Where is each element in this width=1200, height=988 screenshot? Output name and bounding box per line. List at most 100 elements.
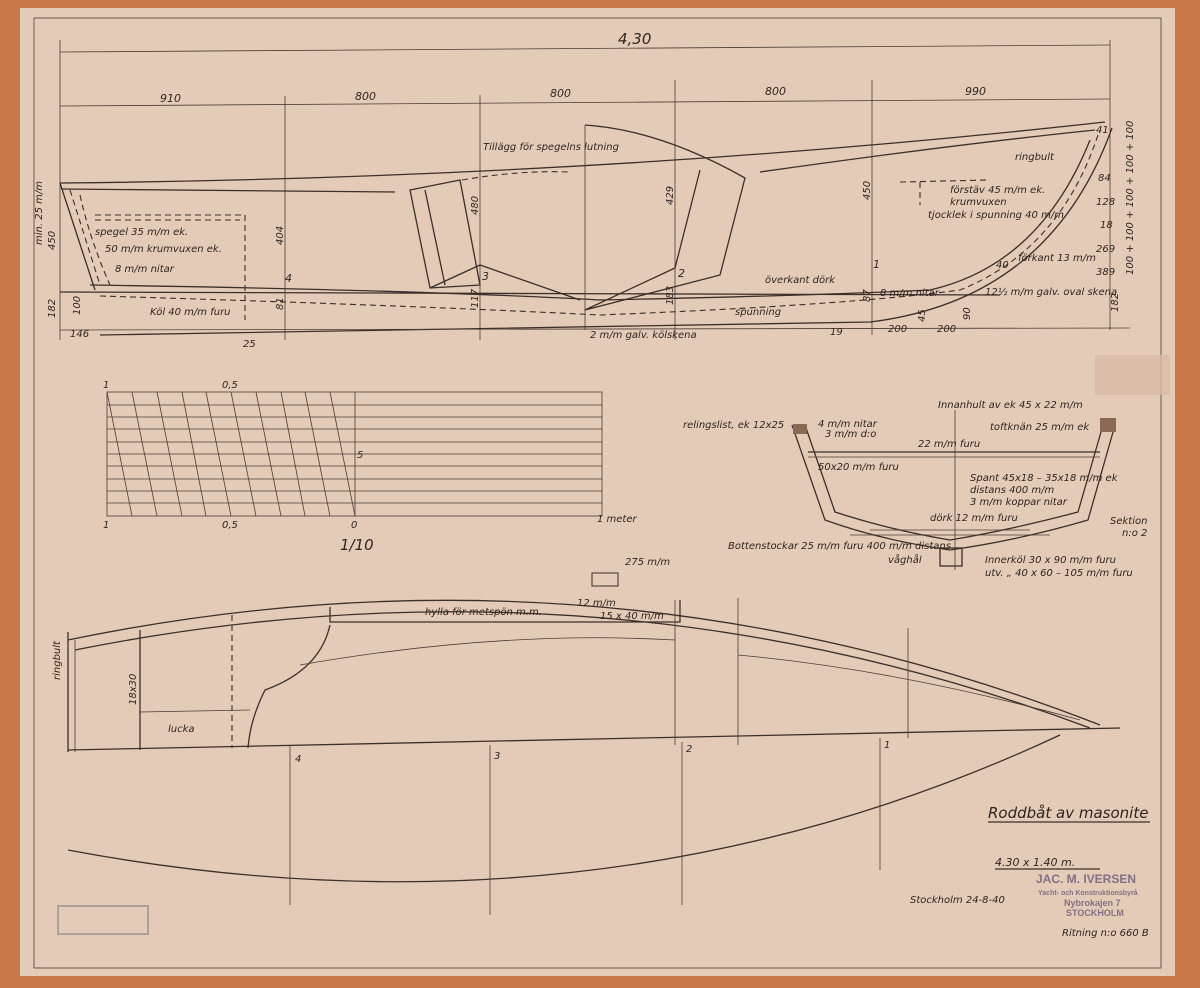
scale-ratio: 1/10 bbox=[340, 536, 374, 554]
note-rivets-bow: 8 m/m nitar bbox=[880, 288, 940, 299]
note-knee: 50 m/m krumvuxen ek. bbox=[105, 244, 222, 255]
section-note: 3 m/m koppar nitar bbox=[970, 497, 1068, 508]
dim-label: 429 bbox=[665, 186, 676, 205]
station-number: 3 bbox=[482, 270, 489, 283]
scale-label: 0,5 bbox=[222, 380, 238, 391]
note-transom-allowance: Tillägg för spegelns lutning bbox=[483, 142, 619, 153]
station-dim: 800 bbox=[765, 85, 786, 98]
place-date: Stockholm 24-8-40 bbox=[910, 895, 1005, 906]
section-note: 22 m/m furu bbox=[918, 439, 980, 450]
title-block: Roddbåt av masonite 4.30 x 1.40 m. Stock… bbox=[57, 804, 1150, 939]
dim-label: 450 bbox=[47, 231, 58, 250]
dim-label: 84 bbox=[1098, 173, 1111, 184]
scale-label: 1 bbox=[103, 520, 109, 531]
plan-station: 4 bbox=[295, 754, 301, 765]
plan-station: 2 bbox=[686, 744, 692, 755]
section-note: relingslist, ek 12x25 bbox=[683, 420, 784, 431]
note-transom: spegel 35 m/m ek. bbox=[95, 227, 188, 238]
dim-label: 40 bbox=[996, 260, 1009, 271]
note-rabbet-thickness: tjocklek i spunning 40 m/m bbox=[928, 210, 1064, 221]
stamp-line: Yacht- och Konstruktionsbyrå bbox=[1038, 889, 1138, 897]
plan-note: 275 m/m bbox=[625, 557, 670, 568]
dim-label: 25 bbox=[243, 339, 256, 350]
dim-label: 146 bbox=[70, 329, 89, 340]
note-ring-bolt: ringbult bbox=[1015, 152, 1055, 163]
note-floor-top: överkant dörk bbox=[765, 275, 836, 286]
note-stem: förstäv 45 m/m ek. bbox=[950, 185, 1045, 196]
scale-grid: 1 0,5 1 0,5 0 5 1 meter 1/10 bbox=[103, 380, 638, 554]
plan-station: 1 bbox=[884, 740, 890, 751]
dim-label: 87 bbox=[862, 289, 873, 302]
section-note: toftknän 25 m/m ek bbox=[990, 422, 1090, 433]
drawing-title: Roddbåt av masonite bbox=[988, 804, 1148, 822]
station-dim: 990 bbox=[965, 85, 986, 98]
section-title: Sektion bbox=[1110, 516, 1147, 527]
profile-dimensions: 4,30 910 800 800 800 990 bbox=[59, 30, 1111, 340]
dim-label: 100 bbox=[72, 296, 83, 315]
dim-label: 200 bbox=[937, 324, 956, 335]
dim-label: 18 bbox=[1100, 220, 1113, 231]
museum-stamp bbox=[57, 905, 149, 935]
scale-label: 1 bbox=[103, 380, 109, 391]
scale-label: 1 meter bbox=[597, 514, 638, 525]
section-note: dörk 12 m/m furu bbox=[930, 513, 1018, 524]
dim-label: 182 bbox=[47, 299, 58, 318]
dim-label: 389 bbox=[1096, 267, 1115, 278]
station-dim: 910 bbox=[160, 92, 181, 105]
profile-view: 4 3 2 1 Tillägg för spegelns lutning spe… bbox=[34, 121, 1136, 350]
section-note: Spant 45x18 – 35x18 m/m ek bbox=[970, 473, 1119, 484]
station-dim: 800 bbox=[355, 90, 376, 103]
stamp-line: Nybrokajen 7 bbox=[1064, 898, 1121, 908]
note-rabbet: spunning bbox=[735, 307, 781, 318]
drawing-number: Ritning n:o 660 B bbox=[1062, 928, 1149, 939]
station-dim: 800 bbox=[550, 87, 571, 100]
boat-size: 4.30 x 1.40 m. bbox=[995, 856, 1075, 869]
paper-sheet bbox=[20, 8, 1175, 976]
plan-note: 15 x 40 m/m bbox=[600, 611, 664, 622]
dim-label: 480 bbox=[470, 196, 481, 215]
scale-label: 0 bbox=[351, 520, 357, 531]
dim-label: 404 bbox=[275, 226, 286, 245]
stamp-line: JAC. M. IVERSEN bbox=[1036, 872, 1136, 886]
dim-label: 81 bbox=[275, 297, 286, 310]
section-number: n:o 2 bbox=[1122, 528, 1147, 539]
section-view: relingslist, ek 12x25 4 m/m nitar 3 m/m … bbox=[683, 400, 1147, 579]
note-keel: Köl 40 m/m furu bbox=[150, 307, 231, 318]
section-note: Innanhult av ek 45 x 22 m/m bbox=[938, 400, 1083, 411]
note-stem-band: 12½ m/m galv. oval skena bbox=[985, 286, 1117, 298]
plan-note: hylla för metspön m.m. bbox=[425, 607, 542, 618]
section-note: distans 400 m/m bbox=[970, 485, 1054, 496]
note-min-thickness: min. 25 m/m bbox=[34, 181, 45, 245]
plan-note: 18x30 bbox=[128, 674, 139, 705]
section-note: utv. „ 40 x 60 – 105 m/m furu bbox=[985, 568, 1133, 579]
tape-patch bbox=[1095, 355, 1170, 395]
dim-label: 19 bbox=[830, 327, 843, 338]
dim-label: 200 bbox=[888, 324, 907, 335]
plan-note: lucka bbox=[168, 724, 195, 735]
dim-label: 450 bbox=[862, 181, 873, 200]
note-keel-band: 2 m/m galv. kölskena bbox=[590, 330, 697, 341]
note-stem-face: förkant 13 m/m bbox=[1018, 253, 1096, 264]
dim-label: 90 bbox=[962, 307, 973, 320]
station-number: 1 bbox=[873, 258, 880, 271]
dim-label: 100 + 100 + 100 + 100 + 100 bbox=[1125, 121, 1136, 275]
plan-station: 3 bbox=[494, 751, 500, 762]
dim-label: 117 bbox=[470, 288, 481, 308]
section-note: Innerköl 30 x 90 m/m furu bbox=[985, 555, 1116, 566]
company-stamp: JAC. M. IVERSEN Yacht- och Konstruktions… bbox=[1036, 872, 1138, 918]
stamp-line: STOCKHOLM bbox=[1066, 908, 1124, 918]
sheet-border bbox=[33, 17, 1162, 969]
dim-label: 182 bbox=[1110, 293, 1121, 312]
station-number: 4 bbox=[285, 272, 292, 285]
dim-label: 45 bbox=[917, 309, 928, 322]
plan-view: ringbult 275 m/m hylla för metspön m.m. … bbox=[52, 557, 1121, 915]
section-note: 3 m/m d:o bbox=[825, 429, 876, 440]
dim-label: 41 bbox=[1096, 125, 1109, 136]
note-rivets: 8 m/m nitar bbox=[115, 264, 175, 275]
scale-label: 0,5 bbox=[222, 520, 238, 531]
section-note: 50x20 m/m furu bbox=[818, 462, 899, 473]
station-number: 2 bbox=[678, 267, 685, 280]
plan-note: 12 m/m bbox=[577, 598, 616, 609]
note-stem-2: krumvuxen bbox=[950, 197, 1007, 208]
